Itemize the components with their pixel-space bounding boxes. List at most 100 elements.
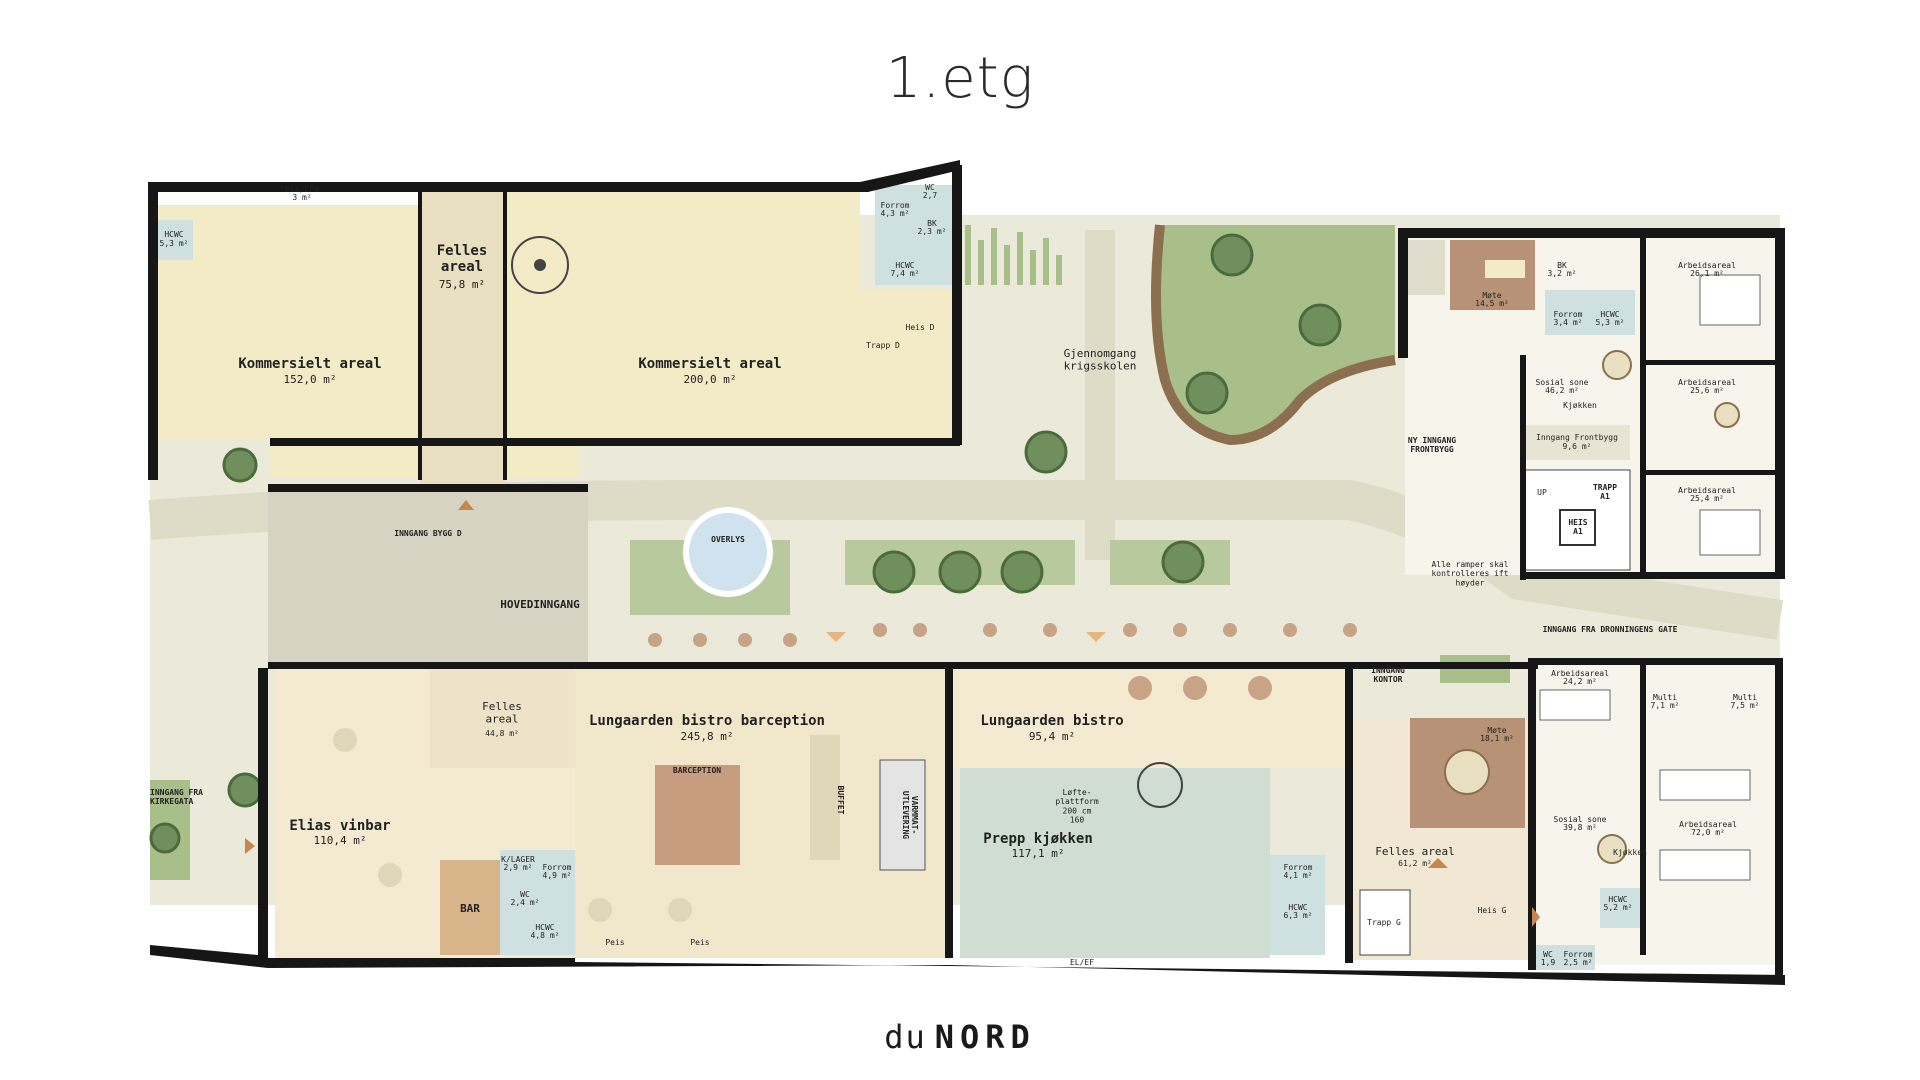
wall-tr-div-2 bbox=[1520, 355, 1526, 580]
wall-div-4 bbox=[1640, 665, 1646, 955]
furniture bbox=[333, 260, 1761, 922]
wc-block-top bbox=[875, 185, 960, 285]
garden-stripes bbox=[965, 225, 1062, 285]
lawn-border bbox=[1151, 224, 1396, 446]
tree-icon bbox=[1000, 550, 1044, 594]
table-icon bbox=[333, 728, 357, 752]
label-hovedinngang: HOVEDINNGANG bbox=[500, 598, 580, 611]
label-wc-bar: WC bbox=[520, 890, 530, 899]
label-varmmat: VARMMAT-UTLEVERING bbox=[901, 791, 919, 839]
top-wall bbox=[148, 160, 960, 480]
tree-icon bbox=[872, 550, 916, 594]
table-icon bbox=[1699, 509, 1761, 556]
label-sosial-bottom: Sosial sone bbox=[1554, 815, 1607, 824]
label-forrom-bar: Forrom bbox=[543, 863, 572, 872]
label-wc-top: WC bbox=[925, 183, 935, 192]
table-icon bbox=[1539, 689, 1611, 721]
label-forrom-k: Forrom bbox=[1284, 863, 1313, 872]
spiral-stair-icon bbox=[1137, 762, 1183, 808]
wall-div-2 bbox=[1345, 668, 1353, 963]
table-icon bbox=[668, 898, 692, 922]
table-icon bbox=[1714, 402, 1740, 428]
area-kommersielt-2: 200,0 m² bbox=[684, 373, 737, 386]
label-forrom-top: Forrom bbox=[881, 201, 910, 210]
wet-tr bbox=[1545, 290, 1635, 335]
area-hcwc-b: 5,2 m² bbox=[1604, 903, 1633, 912]
area-forrom-k: 4,1 m² bbox=[1284, 871, 1313, 880]
felles-areal-top bbox=[420, 185, 505, 485]
area-wc-g: 1,9 bbox=[1541, 958, 1556, 967]
table-icon bbox=[1699, 274, 1761, 326]
label-kommersielt-1: Kommersielt areal bbox=[238, 356, 381, 372]
area-multi-2: 7,5 m² bbox=[1731, 701, 1760, 710]
label-peis-2: Peis bbox=[690, 938, 709, 947]
area-multi-1: 7,1 m² bbox=[1651, 701, 1680, 710]
wall-inner-2 bbox=[503, 190, 507, 480]
table-icon bbox=[1128, 676, 1152, 700]
forrom-kitchen bbox=[1270, 855, 1325, 955]
area-hcwc-top: 7,4 m² bbox=[891, 269, 920, 278]
area-forrom-top: 4,3 m² bbox=[881, 209, 910, 218]
label-lager: K/LAGER bbox=[501, 855, 535, 864]
area-arbeid-5: 25,4 m² bbox=[1690, 494, 1724, 503]
hcwc-br bbox=[1600, 888, 1640, 928]
label-prepp: Prepp kjøkken bbox=[983, 831, 1093, 847]
wc-br bbox=[1535, 945, 1595, 970]
area-bistro: 95,4 m² bbox=[1029, 730, 1075, 743]
hcwc-tl bbox=[155, 220, 193, 260]
area-prepp: 117,1 m² bbox=[1012, 847, 1065, 860]
wall-hoved bbox=[268, 484, 588, 492]
area-inngang-frontbygg: 9,6 m² bbox=[1563, 442, 1592, 451]
door-arrow-icon bbox=[826, 632, 846, 642]
tree-icon bbox=[222, 447, 258, 483]
area-arbeid-1: 24,2 m² bbox=[1563, 677, 1597, 686]
label-hcwc-tr: HCWC bbox=[1600, 310, 1619, 319]
label-barception: Lungaarden bistro barception bbox=[589, 713, 825, 729]
label-kommersielt-2: Kommersielt areal bbox=[638, 356, 781, 372]
label-hcwc-tl: HCWC bbox=[164, 230, 183, 239]
wall-div-1 bbox=[945, 668, 953, 958]
area-arbeid-4: 25,6 m² bbox=[1690, 386, 1724, 395]
label-trapp-d: Trapp D bbox=[866, 341, 900, 350]
table-icon bbox=[588, 898, 612, 922]
table-icon bbox=[1602, 350, 1632, 380]
area-hcwc-bar: 4,8 m² bbox=[531, 931, 560, 940]
area-wc-bar: 2,4 m² bbox=[511, 898, 540, 907]
barception-counter bbox=[655, 765, 740, 865]
tree-icon bbox=[149, 822, 181, 854]
door-arrow-icon bbox=[458, 500, 474, 510]
spiral-stair-icon bbox=[511, 236, 569, 294]
label-sosial-top: Sosial sone bbox=[1536, 378, 1589, 387]
label-bistro: Lungaarden bistro bbox=[980, 713, 1123, 729]
area-felles-right: 61,2 m² bbox=[1398, 859, 1432, 868]
label-el: EL4/EF4 bbox=[285, 185, 319, 194]
area-felles-mid: 44,8 m² bbox=[485, 729, 519, 738]
label-heis-d: Heis D bbox=[906, 323, 935, 332]
area-elias: 110,4 m² bbox=[314, 834, 367, 847]
rest-top-wall bbox=[268, 662, 1538, 669]
label-elias: Elias vinbar bbox=[289, 818, 390, 834]
label-forrom-g: Forrom bbox=[1564, 950, 1593, 959]
door-arrow-icon bbox=[1532, 907, 1540, 927]
kommersielt-areal-2 bbox=[505, 185, 860, 478]
label-trapp-g: Trapp G bbox=[1367, 918, 1401, 927]
area-lager: 2,9 m² bbox=[504, 863, 533, 872]
label-buffet: BUFFET bbox=[836, 786, 845, 815]
label-hcwc-top: HCWC bbox=[895, 261, 914, 270]
label-barception-counter: BARCEPTION bbox=[673, 766, 721, 775]
area-forrom-tr: 3,4 m² bbox=[1554, 318, 1583, 327]
area-sosial-top: 46,2 m² bbox=[1545, 386, 1579, 395]
label-hcwc-bar: HCWC bbox=[535, 923, 554, 932]
inngang-frontbygg bbox=[1525, 425, 1630, 460]
label-kjokken-b: Kjøkken bbox=[1613, 848, 1647, 857]
overlys-skylight bbox=[683, 507, 773, 597]
